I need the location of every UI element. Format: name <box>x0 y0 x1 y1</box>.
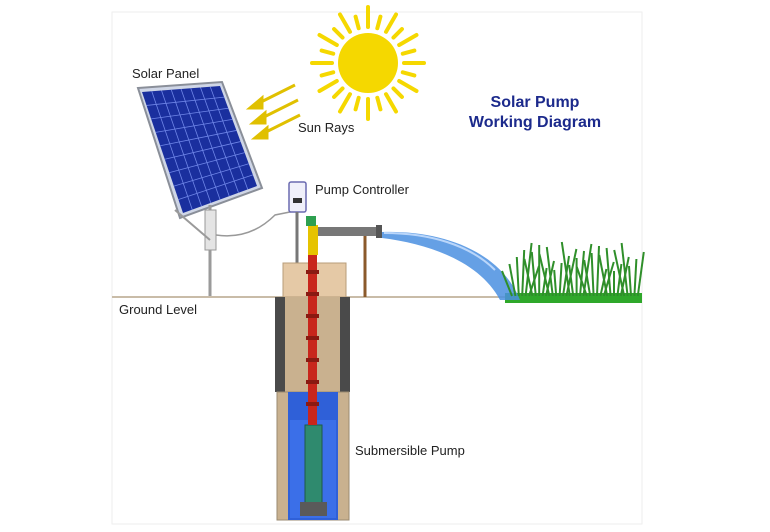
pump-controller-label: Pump Controller <box>315 182 409 197</box>
solar-panel-label: Solar Panel <box>132 66 200 81</box>
ground-level-label: Ground Level <box>119 302 198 317</box>
diagram-title: Solar Pump Working Diagram <box>455 93 615 133</box>
sun-rays-arrows <box>245 83 301 140</box>
grass <box>501 241 645 297</box>
title-line-2: Working Diagram <box>468 114 602 131</box>
sun-icon <box>310 5 426 121</box>
outlet-pipe <box>306 216 382 297</box>
sun-rays-label: Sun Rays <box>298 120 355 135</box>
grass-ground <box>505 293 642 303</box>
solar-panel <box>136 80 264 298</box>
title-line-1: Solar Pump <box>490 94 580 111</box>
well <box>275 255 350 521</box>
submersible-pump-label: Submersible Pump <box>355 443 465 458</box>
panel-wire <box>215 209 301 237</box>
water-spray <box>382 231 520 300</box>
submersible-pump <box>304 424 323 504</box>
pump-controller <box>288 181 307 265</box>
